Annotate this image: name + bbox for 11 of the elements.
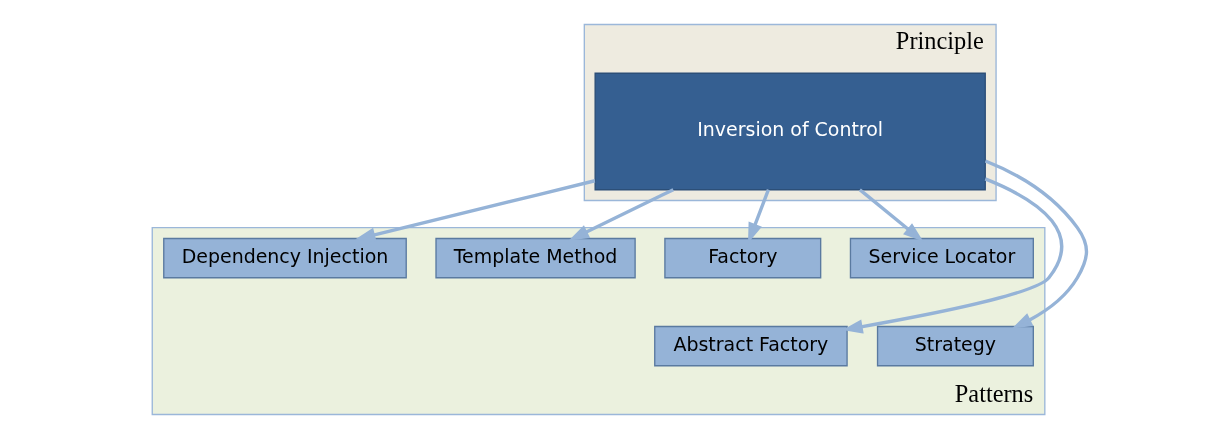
arrow (568, 188, 675, 241)
node-box: Strategy (876, 325, 1034, 367)
node-box: Abstract Factory (654, 325, 848, 367)
node-box: Inversion of Control (594, 72, 986, 191)
arrow (355, 179, 596, 242)
node-box: Template Method (435, 237, 636, 279)
arrow (984, 159, 1089, 329)
node-box: Dependency Injection (163, 237, 407, 279)
arrow (858, 188, 924, 242)
node-box: Service Locator (849, 237, 1034, 279)
node-box: Factory (664, 237, 822, 279)
